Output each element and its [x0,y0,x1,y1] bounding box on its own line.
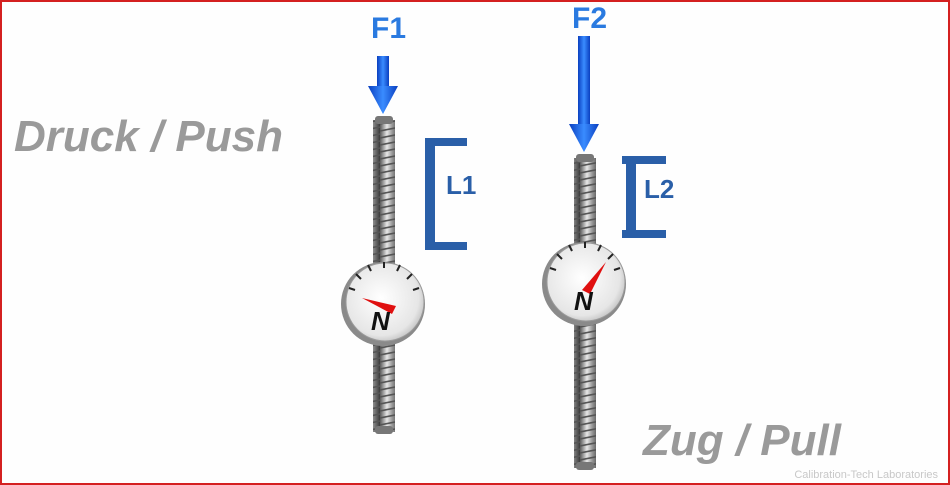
force-label-f1: F1 [371,12,407,45]
length-bracket-l1 [425,138,467,250]
force-label-f2: F2 [572,2,608,35]
force-arrow-f1 [368,56,398,114]
watermark-text: Calibration-Tech Laboratories [794,469,938,481]
gauge-needle-1 [362,298,396,314]
length-label-l1: L1 [446,170,477,200]
gauge-unit-2: N [574,286,593,316]
pull-label: Zug / Pull [643,416,841,465]
length-label-l2: L2 [644,174,675,204]
length-bracket-l2 [622,156,666,238]
force-gauge-1 [341,262,425,346]
push-label: Druck / Push [14,112,283,161]
force-arrow-f2 [569,36,599,152]
gauge-needle-2 [582,262,606,294]
gauge-unit-1: N [371,306,390,336]
force-gauge-2 [542,242,626,326]
